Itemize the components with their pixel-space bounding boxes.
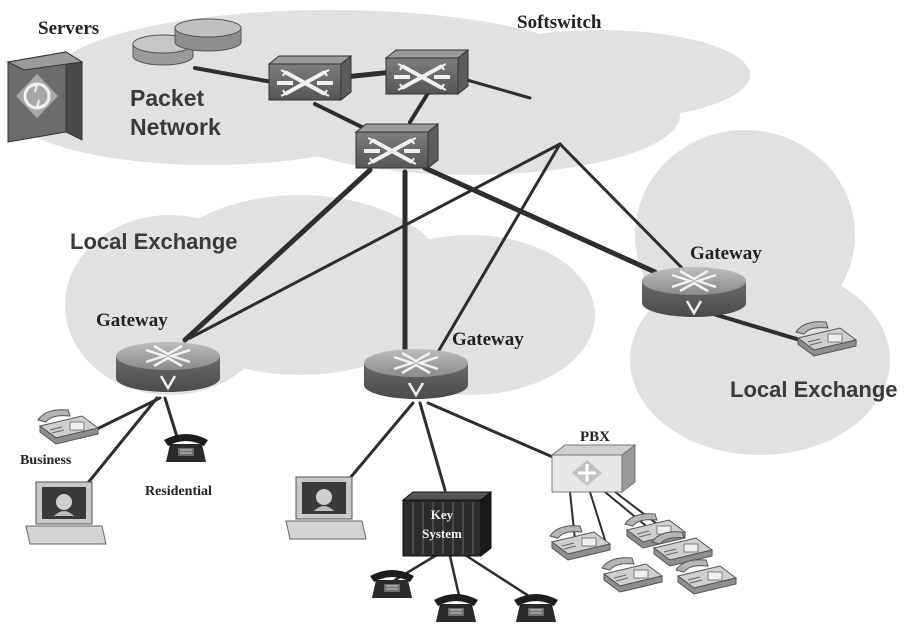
gateway-left-label: Gateway xyxy=(96,310,168,331)
gateway-center-label: Gateway xyxy=(452,329,524,350)
local-exchange-right-label: Local Exchange xyxy=(730,377,898,402)
packet-network-label-line1: Packet xyxy=(130,85,205,111)
telephone-icon xyxy=(163,433,209,463)
packet-network-label-line2: Network xyxy=(130,114,221,140)
telephone-icon xyxy=(601,557,663,593)
gateway-right-label: Gateway xyxy=(690,243,762,264)
packet-switch-icon xyxy=(354,122,440,170)
telephone-icon xyxy=(549,525,611,561)
key-system-label-line1: Key xyxy=(431,507,454,522)
server-tower-icon xyxy=(6,51,84,143)
key-system-icon: Key System xyxy=(401,490,493,558)
local-exchange-left-label: Local Exchange xyxy=(70,229,238,254)
packet-switch-icon xyxy=(267,54,353,102)
computer-icon xyxy=(25,481,107,545)
telephone-icon xyxy=(369,569,415,599)
computer-icon xyxy=(285,476,367,540)
trunk-links xyxy=(182,165,658,353)
gateway-router-icon xyxy=(640,265,748,319)
telephone-icon xyxy=(433,593,479,623)
softswitch-control-links xyxy=(188,142,686,354)
telephone-icon xyxy=(675,559,737,595)
telephone-icon xyxy=(513,593,559,623)
gateway-router-icon xyxy=(362,347,470,401)
key-system-label-line2: System xyxy=(422,526,462,541)
business-label: Business xyxy=(20,453,72,468)
database-icon xyxy=(132,18,242,66)
residential-label: Residential xyxy=(145,484,212,499)
pbx-icon xyxy=(550,443,637,494)
gateway-router-icon xyxy=(114,340,222,394)
packet-switch-icon xyxy=(384,48,470,96)
servers-label: Servers xyxy=(38,18,99,39)
softswitch-label: Softswitch xyxy=(517,12,602,33)
telephone-icon xyxy=(37,409,99,445)
pbx-label: PBX xyxy=(580,429,610,445)
